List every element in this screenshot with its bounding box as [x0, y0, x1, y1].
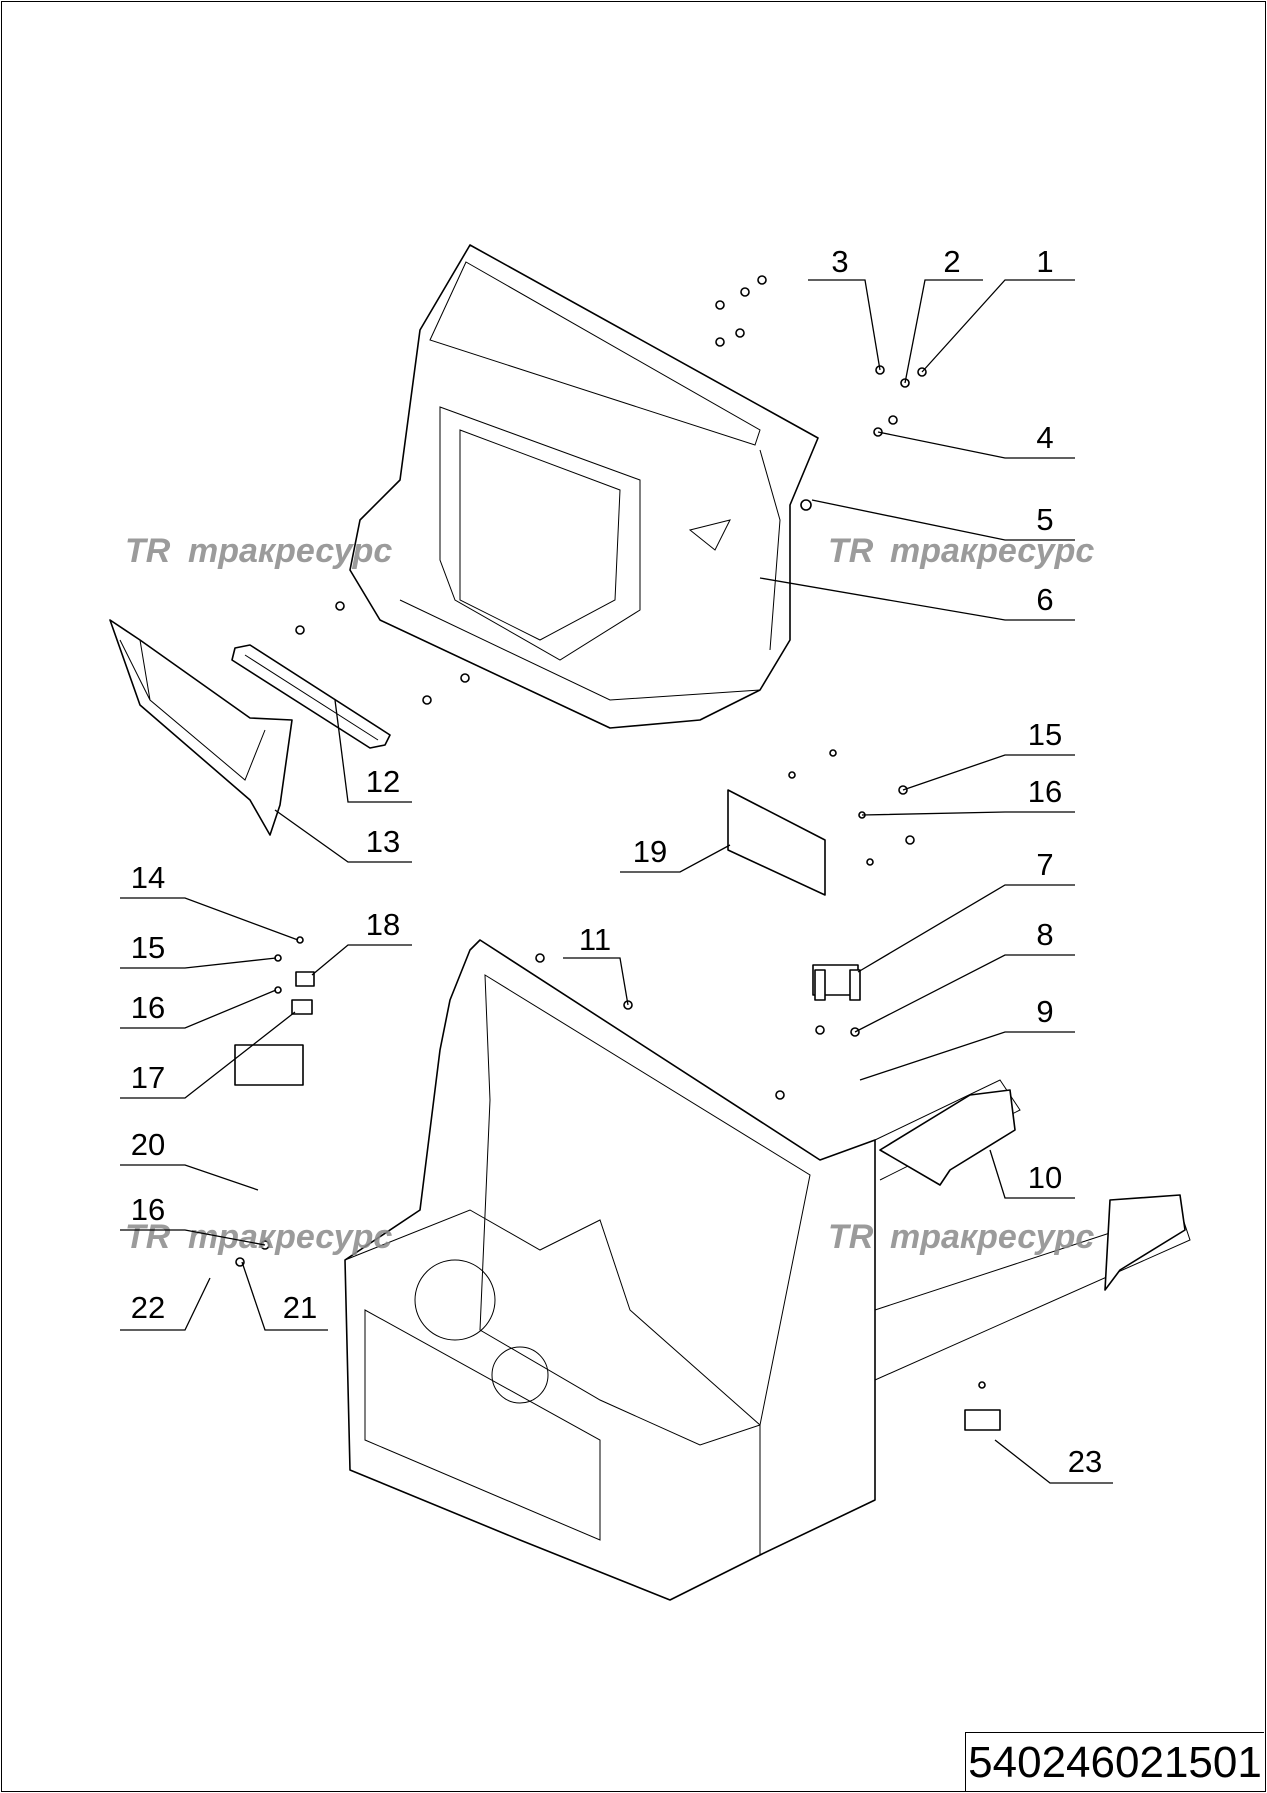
svg-text:9: 9: [1036, 994, 1053, 1029]
part-17-bracket: [291, 999, 313, 1015]
svg-text:15: 15: [131, 930, 165, 965]
svg-text:23: 23: [1068, 1444, 1102, 1479]
svg-text:TR: TR: [828, 532, 874, 570]
callout-16-left: 16: [120, 989, 277, 1029]
watermark-top-left: TR тракресурс: [125, 532, 392, 570]
callout-16-right: 16: [861, 774, 1075, 816]
callout-6: 6: [759, 577, 1075, 621]
svg-text:21: 21: [283, 1290, 317, 1325]
watermark-bottom-right: TR тракресурс: [828, 1218, 1094, 1256]
svg-text:TR: TR: [125, 532, 171, 570]
svg-text:15: 15: [1028, 717, 1062, 752]
svg-text:6: 6: [1036, 582, 1053, 617]
callout-16-bottom: 16: [120, 1192, 266, 1246]
callout-23: 23: [994, 1439, 1113, 1484]
callouts: 1 2 3 4 5 6 12 13 14 15 16 17 18 11 15 1…: [120, 244, 1113, 1484]
svg-text:тракресурс: тракресурс: [890, 532, 1094, 570]
document-code: 540246021501: [965, 1732, 1264, 1792]
callout-7: 7: [857, 847, 1075, 973]
svg-text:22: 22: [131, 1290, 165, 1325]
callout-21: 21: [241, 1261, 328, 1331]
part-13-side-panel: [109, 619, 293, 836]
callout-5: 5: [811, 499, 1075, 541]
svg-text:8: 8: [1036, 917, 1053, 952]
svg-text:16: 16: [131, 990, 165, 1025]
part-12-bracket: [231, 644, 391, 749]
svg-text:14: 14: [131, 860, 165, 895]
frame-body: [344, 939, 1191, 1601]
part-18-switch: [295, 971, 315, 987]
callout-1: 1: [921, 244, 1075, 373]
svg-text:4: 4: [1036, 420, 1053, 455]
svg-text:10: 10: [1028, 1160, 1062, 1195]
part-23-block: [964, 1409, 1001, 1431]
callout-3: 3: [808, 244, 881, 371]
svg-text:TR: TR: [125, 1218, 171, 1256]
callout-10: 10: [989, 1149, 1075, 1199]
svg-text:18: 18: [366, 907, 400, 942]
svg-text:TR: TR: [828, 1218, 874, 1256]
svg-text:12: 12: [366, 764, 400, 799]
callout-18: 18: [311, 907, 412, 976]
callout-9: 9: [859, 994, 1075, 1081]
callout-19: 19: [620, 834, 731, 873]
svg-text:16: 16: [131, 1192, 165, 1227]
part-20-module: [234, 1044, 304, 1086]
svg-text:тракресурс: тракресурс: [188, 532, 392, 570]
svg-text:11: 11: [579, 922, 611, 957]
svg-text:19: 19: [633, 834, 667, 869]
svg-text:7: 7: [1036, 847, 1053, 882]
callout-22: 22: [120, 1277, 211, 1331]
callout-13: 13: [274, 809, 412, 863]
callout-14: 14: [120, 860, 299, 941]
svg-text:2: 2: [943, 244, 960, 279]
svg-text:тракресурс: тракресурс: [188, 1218, 392, 1256]
svg-text:17: 17: [131, 1060, 165, 1095]
callout-8: 8: [854, 917, 1075, 1033]
part-19-plate: [727, 789, 826, 896]
callout-17: 17: [120, 1011, 296, 1099]
svg-text:16: 16: [1028, 774, 1062, 809]
callout-15-left: 15: [120, 930, 277, 969]
callout-4: 4: [877, 420, 1075, 459]
svg-text:5: 5: [1036, 502, 1053, 537]
callout-20: 20: [120, 1127, 259, 1191]
callout-12: 12: [334, 699, 412, 803]
callout-2: 2: [904, 244, 983, 384]
watermark-top-right: TR тракресурс: [828, 532, 1094, 570]
callout-11: 11: [563, 922, 629, 1006]
part-6-cover: [349, 244, 819, 729]
svg-text:тракресурс: тракресурс: [890, 1218, 1094, 1256]
svg-text:1: 1: [1036, 244, 1053, 279]
svg-text:13: 13: [366, 824, 400, 859]
svg-text:20: 20: [131, 1127, 165, 1162]
svg-text:3: 3: [831, 244, 848, 279]
callout-15-right: 15: [902, 717, 1075, 791]
